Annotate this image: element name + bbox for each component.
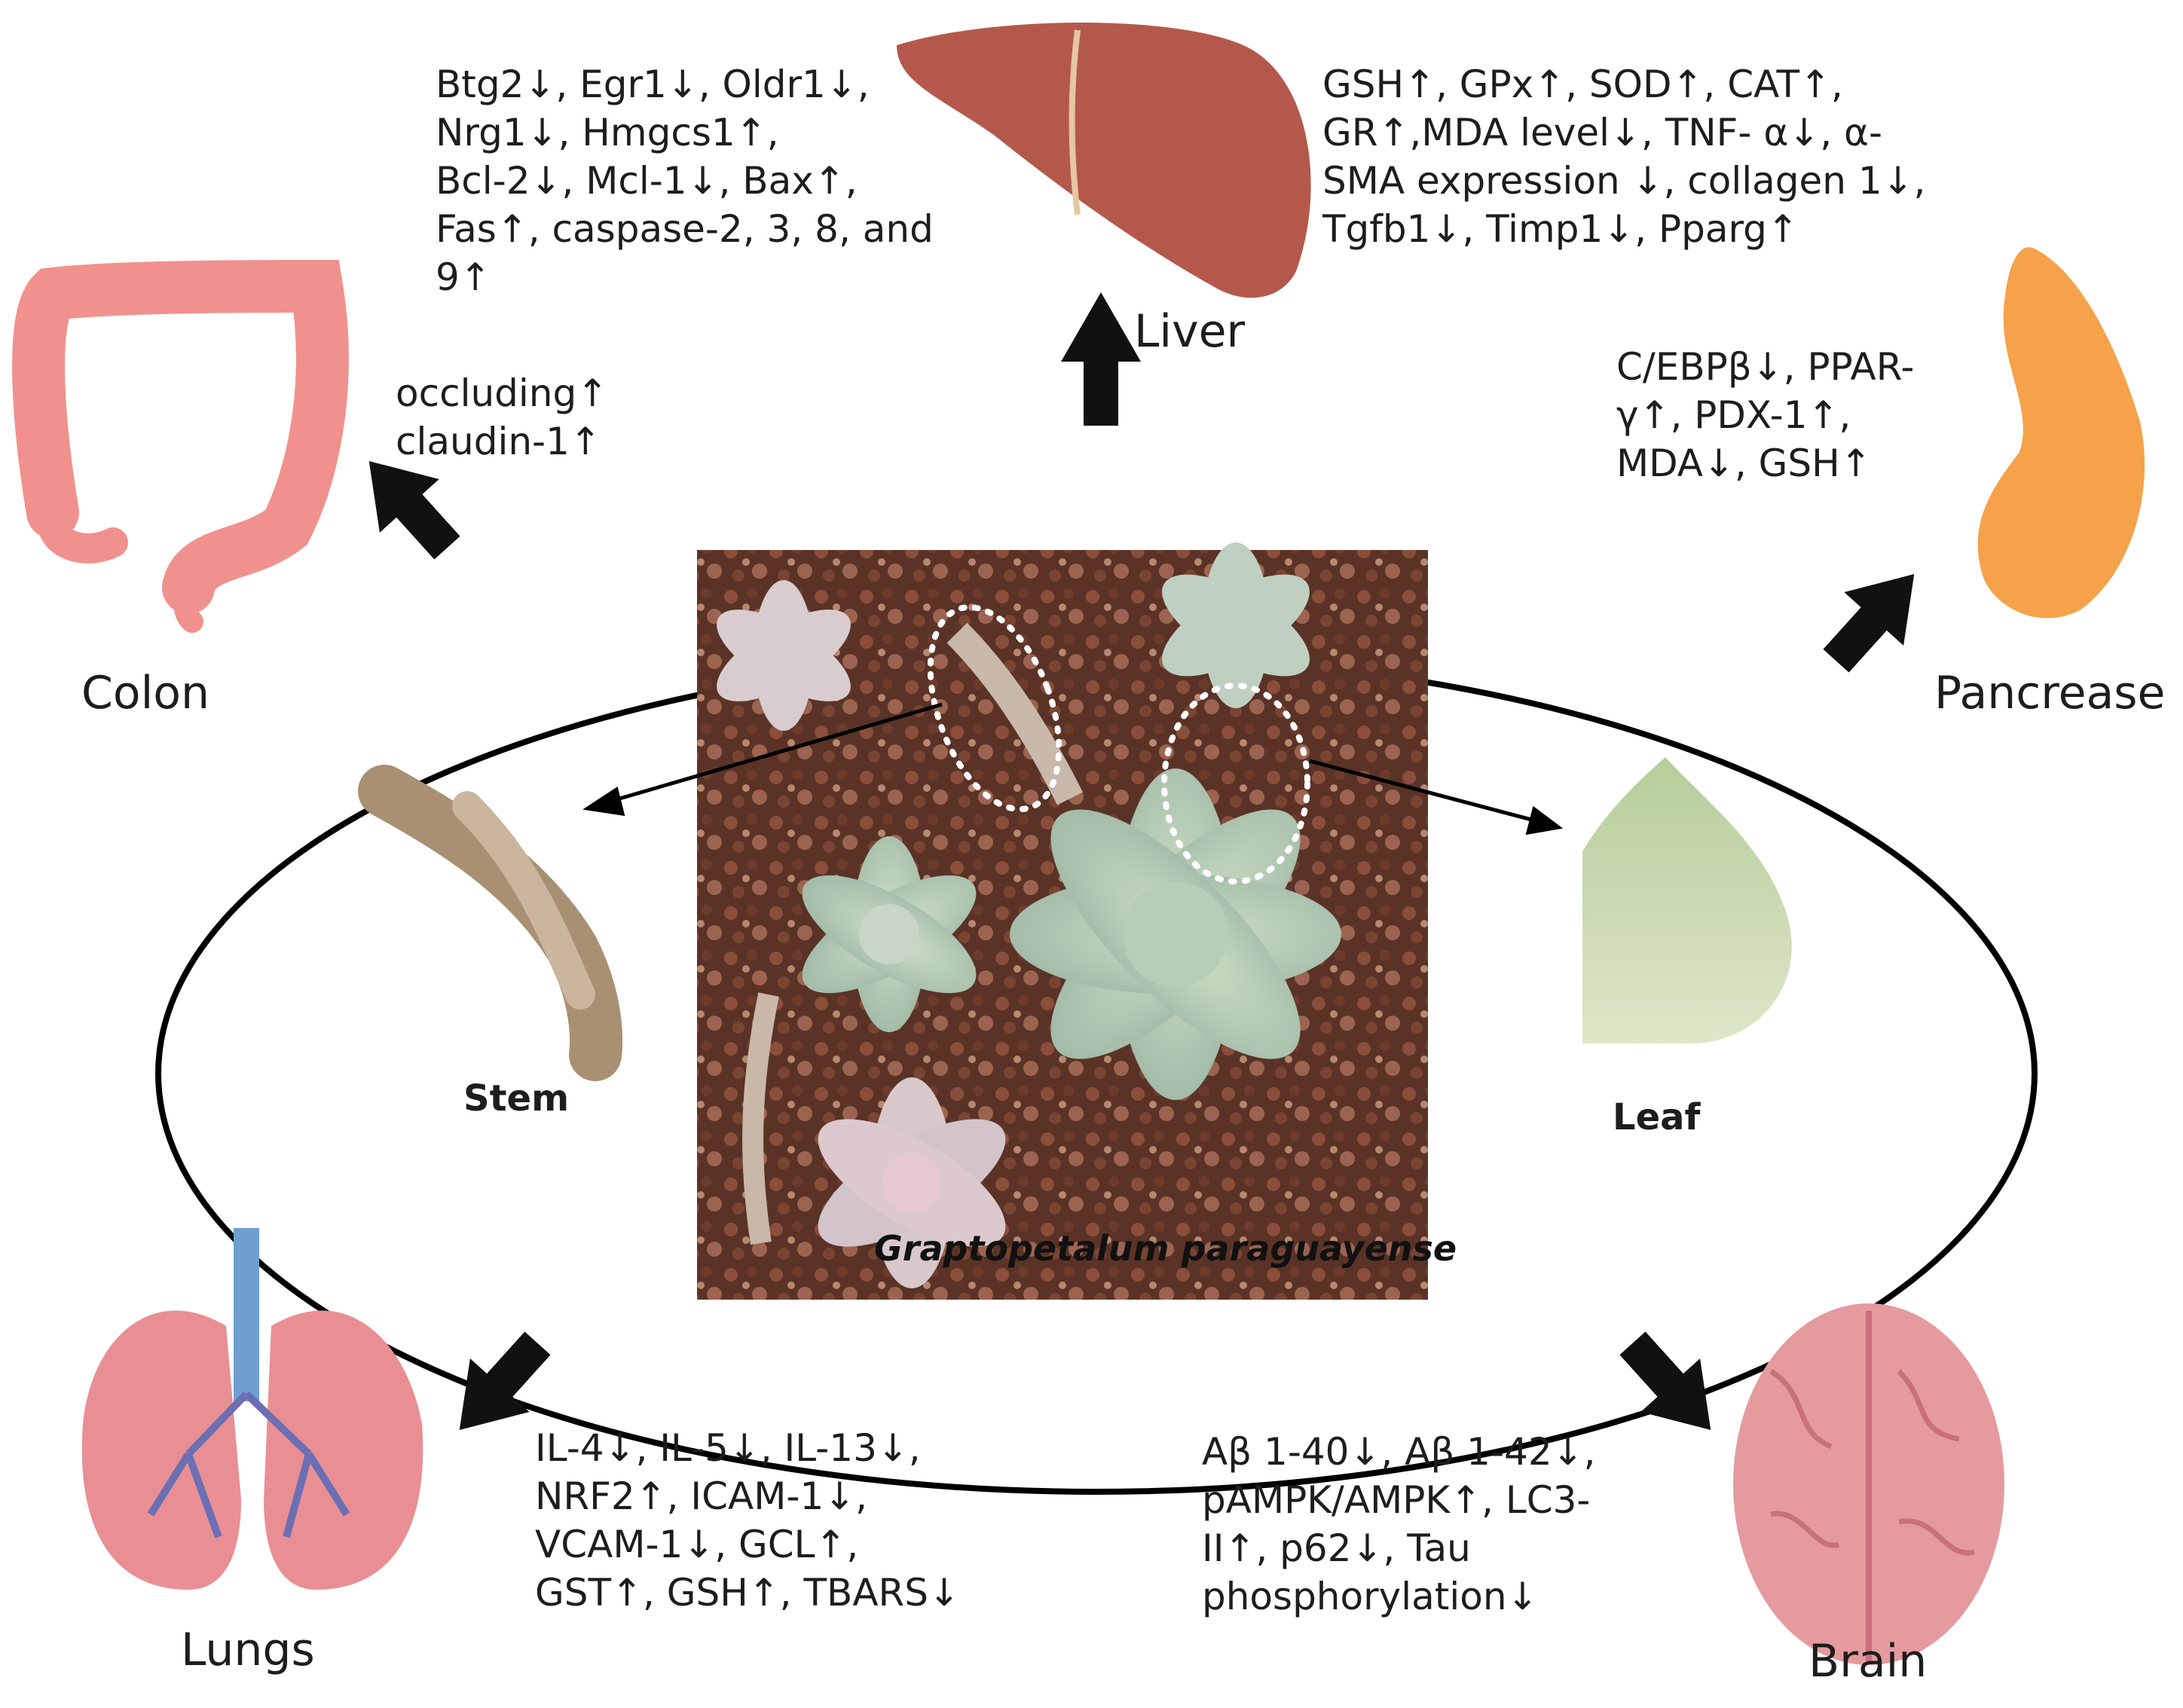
effect-line: γ↑, PDX-1↑, — [1616, 393, 1851, 437]
effect-line: GST↑, GSH↑, TBARS↓ — [535, 1571, 960, 1615]
leaf-image — [1582, 757, 1792, 1043]
arrow-lungs — [459, 1331, 551, 1431]
effect-line: GSH↑, GPx↑, SOD↑, CAT↑, — [1322, 63, 1843, 106]
effect-line: SMA expression ↓, collagen 1↓, — [1322, 159, 1926, 203]
effect-line: pAMPK/AMPK↑, LC3- — [1202, 1478, 1591, 1522]
effect-line: MDA↓, GSH↑ — [1616, 442, 1872, 485]
effect-line: C/EBPβ↓, PPAR- — [1616, 345, 1915, 389]
colon-illustration — [12, 259, 349, 633]
liver-effects-left: Btg2↓, Egr1↓, Oldr1↓, Nrg1↓, Hmgcs1↑, Bc… — [436, 60, 934, 301]
liver-effects-right: GSH↑, GPx↑, SOD↑, CAT↑, GR↑,MDA level↓, … — [1322, 60, 1925, 253]
effect-line: Tgfb1↓, Timp1↓, Pparg↑ — [1322, 207, 1799, 251]
effect-line: claudin-1↑ — [396, 420, 601, 463]
effect-line: NRF2↑, ICAM-1↓, — [535, 1474, 868, 1518]
stem-highlight — [927, 603, 1062, 813]
liver-illustration — [897, 23, 1311, 298]
effect-line: GR↑,MDA level↓, TNF- α↓, α- — [1322, 111, 1882, 154]
effect-line: II↑, p62↓, Tau — [1202, 1526, 1471, 1570]
pancreas-effects: C/EBPβ↓, PPAR- γ↑, PDX-1↑, MDA↓, GSH↑ — [1616, 343, 1914, 487]
brain-label: Brain — [1808, 1635, 1928, 1688]
effect-line: Bcl-2↓, Mcl-1↓, Bax↑, — [436, 159, 858, 203]
lungs-effects: IL-4↓, IL-5↓, IL-13↓, NRF2↑, ICAM-1↓, VC… — [535, 1424, 960, 1617]
effect-line: VCAM-1↓, GCL↑, — [535, 1523, 859, 1566]
effect-line: occluding↑ — [396, 371, 609, 415]
liver-label: Liver — [1134, 305, 1246, 358]
arrow-colon — [368, 460, 460, 560]
effect-line: Nrg1↓, Hmgcs1↑, — [436, 111, 779, 154]
arrow-liver — [1061, 292, 1141, 426]
plant-photo — [697, 542, 1428, 1300]
pancreas-illustration — [1977, 247, 2145, 619]
arrow-brain — [1619, 1331, 1711, 1431]
pointer-arrows — [582, 702, 1564, 836]
brain-effects: Aβ 1-40↓, Aβ 1-42↓, pAMPK/AMPK↑, LC3- II… — [1202, 1428, 1595, 1621]
brain-illustration — [1733, 1303, 2004, 1665]
lungs-label: Lungs — [181, 1624, 315, 1676]
colon-label: Colon — [81, 667, 210, 720]
stem-image — [358, 765, 623, 1081]
succulent-rosettes — [717, 542, 1341, 1288]
stem-label: Stem — [463, 1077, 570, 1120]
colon-effects: occluding↑ claudin-1↑ — [396, 369, 608, 466]
organ-arrows — [368, 292, 1915, 1431]
effect-line: IL-4↓, IL-5↓, IL-13↓, — [535, 1426, 921, 1470]
effect-line: Aβ 1-40↓, Aβ 1-42↓, — [1202, 1430, 1596, 1474]
leaf-highlight — [1161, 683, 1310, 885]
species-name: Graptopetalum paraguayense — [874, 1228, 1457, 1269]
effect-line: Fas↑, caspase-2, 3, 8, and — [436, 207, 934, 251]
lungs-illustration — [81, 1228, 423, 1590]
pancreas-label: Pancrease — [1934, 667, 2166, 720]
effect-line: Btg2↓, Egr1↓, Oldr1↓, — [436, 63, 870, 106]
effect-line: phosphorylation↓ — [1202, 1575, 1539, 1618]
arrow-pancreas — [1823, 573, 1915, 673]
leaf-label: Leaf — [1613, 1096, 1701, 1138]
effect-line: 9↑ — [436, 255, 491, 299]
